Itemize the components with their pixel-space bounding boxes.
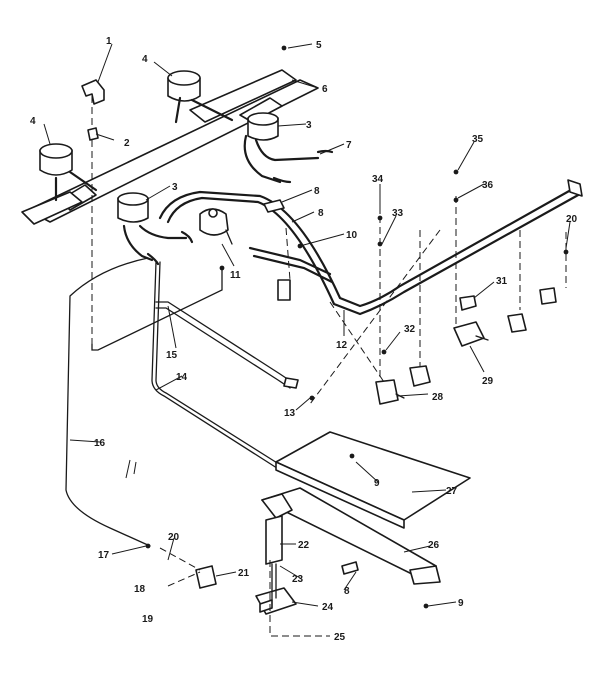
- callout-33: 33: [392, 208, 404, 219]
- valve-11: [199, 208, 233, 245]
- valve-right-a: [507, 313, 527, 333]
- callout-2: 2: [124, 138, 130, 149]
- callout-5: 5: [316, 40, 322, 51]
- callout-12: 12: [336, 340, 348, 351]
- callout-20a: 20: [168, 532, 180, 543]
- spacer-2: [87, 127, 99, 141]
- callout-10: 10: [346, 230, 358, 241]
- clip-1: [81, 79, 105, 105]
- callout-11: 11: [230, 270, 241, 281]
- valve-31: [459, 295, 477, 311]
- fasteners: [145, 45, 569, 609]
- front-bracket-6: [189, 69, 297, 123]
- callout-23: 23: [292, 574, 304, 585]
- callout-26: 26: [428, 540, 440, 551]
- callout-21: 21: [238, 568, 250, 579]
- callout-9a: 9: [374, 478, 380, 489]
- callout-17: 17: [98, 550, 110, 561]
- tube-16: [65, 257, 151, 547]
- callout-24: 24: [322, 602, 334, 613]
- burner-rear-left: [39, 143, 98, 202]
- callout-28: 28: [432, 392, 444, 403]
- bracket-10: [277, 279, 291, 301]
- callout-16: 16: [94, 438, 106, 449]
- valve-right-b: [539, 287, 557, 305]
- callout-19: 19: [142, 614, 154, 625]
- callout-35: 35: [472, 134, 484, 145]
- callout-29: 29: [482, 376, 494, 387]
- burner-mounting-plate: [21, 191, 83, 225]
- callout-20b: 20: [566, 214, 578, 225]
- scan-marks: [125, 459, 137, 479]
- valve-29: [453, 321, 489, 347]
- callout-7: 7: [346, 140, 352, 151]
- callout-4b: 4: [30, 116, 36, 127]
- callout-8a: 8: [314, 186, 320, 197]
- callout-8c: 8: [344, 586, 350, 597]
- callout-1: 1: [106, 36, 112, 47]
- callout-18: 18: [134, 584, 146, 595]
- oven-burner-26: [261, 487, 441, 585]
- valve-28: [375, 379, 405, 405]
- callout-3a: 3: [306, 120, 312, 131]
- valve-24: [255, 587, 297, 615]
- venturi-tubes: [146, 149, 334, 266]
- callout-9b: 9: [458, 598, 464, 609]
- broiler-baffle-27: [275, 431, 471, 529]
- burner-rear-right: [167, 70, 234, 124]
- reference-lines: [91, 96, 567, 637]
- leader-lines: [43, 43, 571, 607]
- tube-15: [155, 301, 299, 389]
- pilot-21: [195, 565, 217, 589]
- callout-3b: 3: [172, 182, 178, 193]
- callout-labels: 1 2 3 3 4 4 5 6 7 8 8 8 9 9 10 11 12 13 …: [30, 36, 578, 643]
- manifold-tube-12: [158, 179, 583, 316]
- callout-25: 25: [334, 632, 346, 643]
- valve-center: [409, 365, 431, 387]
- callout-6: 6: [322, 84, 328, 95]
- callout-4a: 4: [142, 54, 148, 65]
- burner-front-left: [117, 192, 188, 262]
- callout-27: 27: [446, 486, 458, 497]
- callout-22: 22: [298, 540, 310, 551]
- callout-15: 15: [166, 350, 178, 361]
- burner-support-rail: [27, 79, 319, 223]
- callout-32: 32: [404, 324, 416, 335]
- callout-34: 34: [372, 174, 384, 185]
- callout-14: 14: [176, 372, 188, 383]
- callout-36: 36: [482, 180, 494, 191]
- tube-14: [151, 261, 283, 471]
- pilot-tube: [91, 269, 223, 351]
- sleeve-8: [263, 199, 359, 575]
- tube-23: [271, 563, 277, 601]
- burner-front-right: [243, 112, 320, 184]
- callout-13: 13: [284, 408, 296, 419]
- burner-bracket-22: [261, 493, 293, 565]
- callout-8b: 8: [318, 208, 324, 219]
- callout-31: 31: [496, 276, 508, 287]
